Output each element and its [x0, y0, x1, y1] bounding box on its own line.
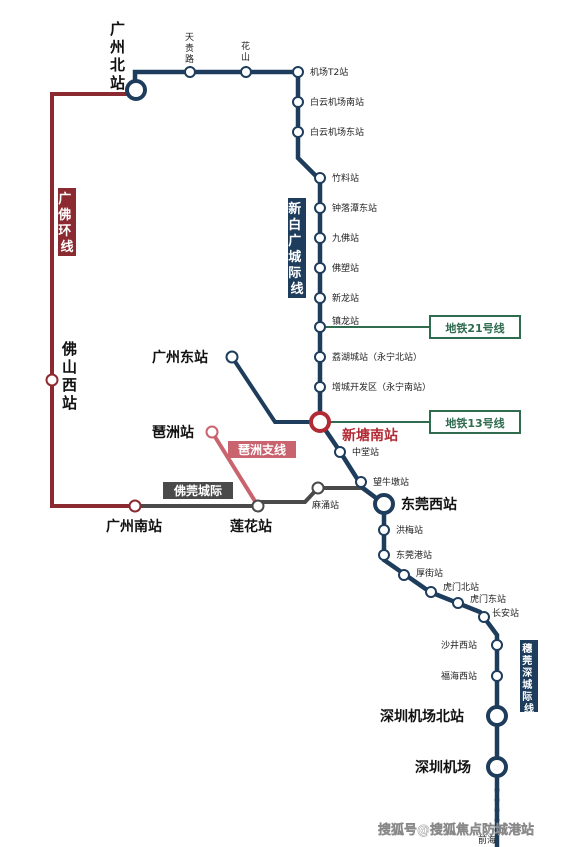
- continuation-dot: [494, 807, 500, 813]
- main-intercity-line-track: [132, 69, 500, 847]
- station-shajing-xi: [491, 639, 503, 651]
- fuhai-xi-label: 福海西站: [441, 670, 477, 682]
- station-baiyun-airport-south: [292, 96, 304, 108]
- guangzhou-dong-branch-track: [230, 355, 320, 424]
- dongguangang-label: 东莞港站: [396, 549, 432, 561]
- zhenlong-label: 镇龙站: [332, 315, 359, 327]
- station-hongmei: [378, 524, 390, 536]
- station-guangzhou-bei: [125, 79, 147, 101]
- pizhou-branch-ribbon: [228, 441, 296, 458]
- xinlong-label: 新龙站: [332, 292, 359, 304]
- station-zhenlong: [314, 321, 326, 333]
- zhongluotan-label: 钟落潭东站: [332, 202, 377, 214]
- station-zhongluotan-east: [314, 202, 326, 214]
- humen-bei-label: 虎门北站: [443, 581, 479, 593]
- baiyun-south-label: 白云机场南站: [310, 96, 364, 108]
- metro-21-label: 地铁21号线: [445, 321, 504, 335]
- guangzhou-bei-label: 广 州 北 站: [109, 20, 130, 92]
- foguan-line-name: 佛莞城际: [173, 483, 222, 498]
- station-zengcheng-kaifaqu: [314, 381, 326, 393]
- baiyun-east-label: 白云机场东站: [310, 126, 364, 138]
- tianguilu-label: 天 贵 路: [185, 33, 197, 65]
- metro-13-box: [429, 410, 521, 434]
- hongmei-label: 洪梅站: [396, 524, 423, 536]
- station-foshan-xi: [45, 373, 59, 387]
- continuation-dot: [494, 817, 500, 823]
- station-xintang-nan: [309, 411, 331, 433]
- huashan-label: 花 山: [241, 40, 253, 63]
- continuation-dot: [494, 797, 500, 803]
- foguan-ribbon: [163, 482, 233, 499]
- station-humen-bei: [425, 586, 437, 598]
- station-baiyun-airport-east: [292, 126, 304, 138]
- jiufo-label: 九佛站: [332, 232, 359, 244]
- xinbai-line-ribbon: [288, 198, 306, 298]
- airport-t2-label: 机场T2站: [310, 66, 348, 78]
- pizhou-branch-line-track: [210, 430, 260, 508]
- station-tianguilu: [184, 66, 196, 78]
- station-guangzhou-nan: [128, 499, 142, 513]
- station-huashan: [240, 66, 252, 78]
- station-guangzhou-dong: [225, 350, 239, 364]
- suiguanshen-ribbon: [520, 640, 538, 712]
- dongguan-xi-label: 东莞西站: [401, 496, 457, 513]
- fosu-label: 佛塑站: [332, 262, 359, 274]
- station-pizhou: [205, 425, 219, 439]
- wangniudun-label: 望牛墩站: [373, 476, 409, 488]
- lianhua-label: 莲花站: [230, 518, 272, 535]
- station-dongguan-xi: [373, 493, 395, 515]
- guangzhou-dong-label: 广州东站: [152, 349, 208, 366]
- continuation-dot: [494, 787, 500, 793]
- humen-dong-label: 虎门东站: [470, 593, 506, 605]
- suiguanshen-line-name: 穗 莞 深 城 际 线: [522, 642, 535, 715]
- station-fosu: [314, 262, 326, 274]
- zhuliao-label: 竹料站: [332, 172, 359, 184]
- foshan-xi-label: 佛 山 西 站: [61, 340, 82, 412]
- watermark: 搜狐号@搜狐焦点防城港站: [378, 822, 534, 838]
- continuation-dot: [494, 827, 500, 833]
- station-lihucheng: [314, 351, 326, 363]
- station-shenzhen-airport-bei: [486, 705, 508, 727]
- shenzhen-airport-bei-label: 深圳机场北站: [380, 708, 464, 725]
- guangzhou-nan-label: 广州南站: [106, 518, 162, 535]
- station-zhongtang: [334, 446, 346, 458]
- station-jiufo: [314, 232, 326, 244]
- qianhai-label: 前海: [478, 834, 496, 846]
- station-lianhua: [251, 499, 265, 513]
- zengcheng-label: 增城开发区（永宁南站）: [332, 381, 431, 393]
- xintang-nan-label: 新塘南站: [342, 427, 398, 444]
- shenzhen-airport-label: 深圳机场: [415, 759, 471, 776]
- guangfo-ring-line-track: [50, 90, 135, 508]
- station-houjie: [398, 569, 410, 581]
- mayong-label: 麻涌站: [312, 499, 339, 511]
- metro-21-box: [429, 315, 521, 339]
- xinbai-line-name: 新 白 广 城 际 线: [288, 201, 306, 297]
- station-xinlong: [314, 292, 326, 304]
- station-mayong: [311, 481, 325, 495]
- shajing-xi-label: 沙井西站: [441, 639, 477, 651]
- station-wangniudun: [355, 476, 367, 488]
- station-shenzhen-airport: [486, 756, 508, 778]
- pizhou-label: 琶洲站: [152, 424, 194, 441]
- guangfo-ring-line-name: 广 佛 环 线: [57, 191, 76, 255]
- station-zhuliao: [314, 172, 326, 184]
- metro-13-label: 地铁13号线: [445, 416, 504, 430]
- zhongtang-label: 中堂站: [352, 446, 379, 458]
- station-airport-t2: [292, 66, 304, 78]
- station-humen-dong: [452, 597, 464, 609]
- pizhou-branch-name: 琶洲支线: [238, 442, 286, 457]
- guangfo-ring-ribbon: [58, 188, 76, 256]
- changan-label: 长安站: [492, 607, 519, 619]
- station-fuhai-xi: [491, 670, 503, 682]
- station-changan: [478, 611, 490, 623]
- lihucheng-label: 荔湖城站（永宁北站）: [332, 351, 422, 363]
- station-dongguangang: [378, 549, 390, 561]
- houjie-label: 厚街站: [416, 567, 443, 579]
